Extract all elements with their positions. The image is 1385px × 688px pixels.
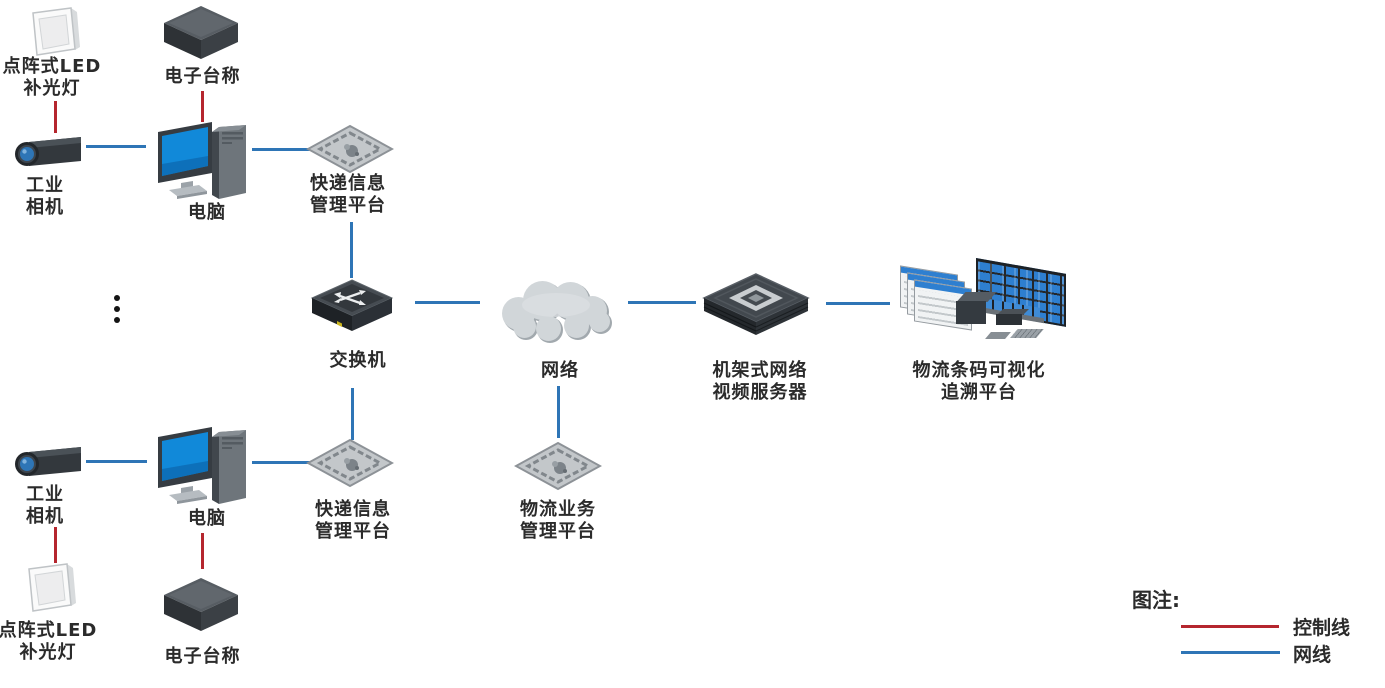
express-platform-bottom [305, 438, 395, 492]
computer-top-label: 电脑 [162, 202, 252, 224]
trace-platform-label: 物流条码可视化 追溯平台 [895, 360, 1063, 404]
label-line: 管理平台 [310, 195, 386, 216]
desktop-computer-icon [158, 122, 246, 199]
led-light-top [26, 4, 81, 62]
desktop-computer-icon [158, 427, 246, 504]
server-cube-icon [956, 301, 986, 324]
logistics-platform [513, 441, 603, 495]
label-line: 补光灯 [19, 642, 77, 663]
control-line-camera-led-bottom [54, 527, 57, 563]
network-line-server-traceplatform [826, 302, 890, 305]
scale-bottom-label: 电子台称 [155, 646, 250, 668]
led-light-bottom [22, 560, 77, 618]
software-platform-icon [305, 438, 395, 488]
network-switch-icon [310, 279, 394, 331]
network-cloud-label: 网络 [510, 360, 610, 382]
label-line: 交换机 [329, 350, 387, 371]
label-line: 点阵式LED [2, 56, 102, 77]
ellipsis-dot [114, 306, 120, 312]
scale-bottom [162, 576, 240, 638]
scale-top-label: 电子台称 [155, 66, 250, 88]
electronic-scale-icon [164, 578, 238, 631]
network-line-computer-platform-top [252, 148, 310, 151]
software-platform-icon [305, 124, 395, 174]
express-platform-top [305, 124, 395, 178]
led-light-icon [32, 7, 80, 56]
software-platform-icon [513, 441, 603, 491]
label-line: 管理平台 [315, 521, 391, 542]
express-platform-top-label: 快递信息 管理平台 [298, 173, 398, 217]
computer-bottom-label: 电脑 [162, 508, 252, 530]
camera-top-label: 工业 相机 [9, 175, 81, 219]
legend-title: 图注: [1132, 588, 1180, 612]
label-line: 点阵式LED [0, 620, 98, 641]
led-light-bottom-label: 点阵式LED 补光灯 [0, 620, 98, 664]
control-line-scale-computer-top [201, 91, 204, 122]
rack-server-label: 机架式网络 视频服务器 [700, 360, 820, 404]
small-device-icon [996, 314, 1022, 325]
network-line-switch-cloud [415, 301, 480, 304]
label-line: 电脑 [188, 202, 226, 223]
label-line: 工业 [26, 484, 64, 505]
network-line-switch-platform-bottom [351, 388, 354, 440]
label-line: 物流条码可视化 [912, 360, 1046, 381]
label-line: 相机 [26, 506, 64, 527]
label-line: 视频服务器 [712, 382, 808, 403]
network-line-computer-platform-bottom [252, 461, 310, 464]
rack-server-icon [702, 273, 810, 335]
legend-control-line-swatch [1181, 625, 1279, 628]
label-line: 电脑 [188, 508, 226, 529]
network-line-camera-computer-bottom [86, 460, 147, 463]
label-line: 相机 [26, 197, 64, 218]
industrial-camera-icon [15, 447, 81, 476]
industrial-camera-icon [15, 137, 81, 166]
ellipsis-icon [114, 295, 120, 323]
camera-bottom [14, 444, 86, 484]
label-line: 管理平台 [520, 521, 596, 542]
keyboard-icon [1010, 329, 1044, 338]
led-light-icon [28, 563, 76, 612]
label-line: 快递信息 [310, 173, 386, 194]
trace-platform [898, 256, 1066, 348]
legend-network-line-label: 网线 [1293, 644, 1332, 666]
electronic-scale-icon [164, 6, 238, 59]
logistics-platform-label: 物流业务 管理平台 [508, 499, 608, 543]
label-line: 电子台称 [164, 646, 241, 667]
network-switch [310, 278, 395, 344]
label-line: 工业 [26, 175, 64, 196]
ellipsis-dot [114, 295, 120, 301]
computer-bottom [156, 421, 248, 513]
ellipsis-dot [114, 317, 120, 323]
touchpad-icon [985, 332, 1011, 339]
label-line: 机架式网络 [712, 360, 808, 381]
network-line-platform-switch [350, 222, 353, 278]
label-line: 电子台称 [164, 66, 241, 87]
camera-top [14, 134, 86, 174]
cloud-icon [502, 281, 612, 343]
label-line: 网络 [541, 360, 579, 381]
legend-control-line-label: 控制线 [1293, 617, 1351, 639]
led-light-top-label: 点阵式LED 补光灯 [0, 56, 104, 100]
legend-network-line-swatch [1181, 651, 1280, 654]
scale-top [162, 4, 240, 66]
label-line: 补光灯 [23, 78, 81, 99]
label-line: 快递信息 [315, 499, 391, 520]
label-line: 物流业务 [520, 499, 596, 520]
network-line-cloud-logistics [557, 386, 560, 438]
switch-label: 交换机 [308, 350, 408, 372]
network-line-cloud-server [628, 301, 696, 304]
label-line: 追溯平台 [941, 382, 1017, 403]
camera-bottom-label: 工业 相机 [9, 484, 81, 528]
network-line-camera-computer-top [86, 145, 146, 148]
control-line-computer-scale-bottom [201, 533, 204, 569]
computer-top [156, 116, 248, 208]
express-platform-bottom-label: 快递信息 管理平台 [303, 499, 403, 543]
rack-server [700, 272, 812, 344]
control-line-led-camera-top [54, 101, 57, 133]
network-cloud [486, 275, 620, 351]
